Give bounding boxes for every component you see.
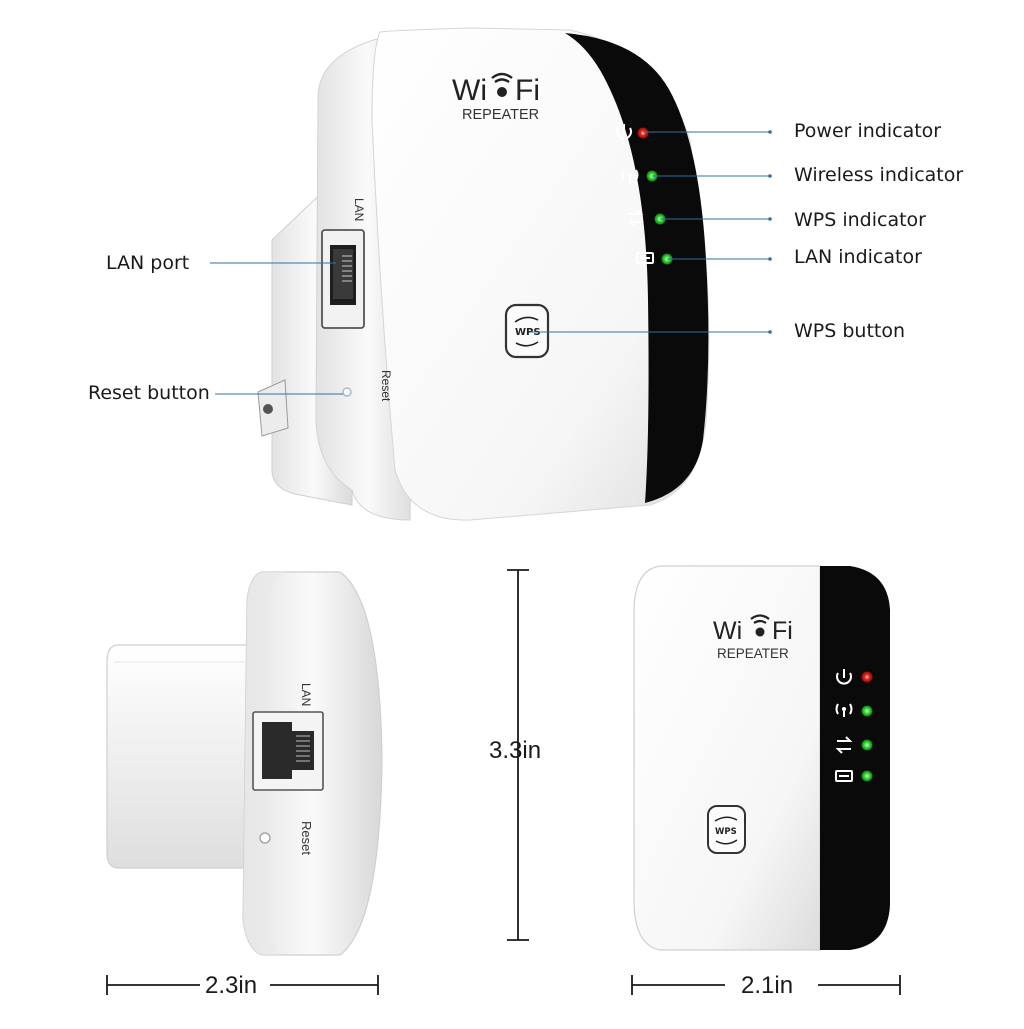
black-indicator-panel bbox=[565, 33, 709, 503]
power-led bbox=[637, 127, 649, 139]
front-brand-logo: Wi bbox=[713, 617, 742, 645]
model-label: REPEATER bbox=[462, 107, 539, 123]
front-lan-icon bbox=[835, 770, 853, 782]
front-power-icon bbox=[836, 669, 852, 685]
lan-port-text: LAN bbox=[352, 198, 366, 221]
front-power-led bbox=[861, 671, 873, 683]
front-wps-led bbox=[861, 739, 873, 751]
callout-power-indicator: Power indicator bbox=[794, 120, 942, 142]
front-wps-button-label: WPS bbox=[715, 827, 737, 837]
front-wireless-led bbox=[861, 705, 873, 717]
top-device-view: Wi Fi REPEATER bbox=[257, 27, 710, 521]
dimension-lines bbox=[106, 569, 901, 995]
wifi-logo-icon bbox=[491, 72, 513, 97]
front-wifi-logo-icon bbox=[750, 614, 770, 637]
wps-sync-icon bbox=[627, 209, 644, 227]
side-width-dimension-label: 2.3in bbox=[205, 972, 258, 999]
callout-reset-button: Reset button bbox=[88, 382, 210, 404]
brand-logo: Wi bbox=[452, 74, 487, 107]
front-wps-sync-icon bbox=[835, 736, 853, 754]
wps-arrow-top-icon bbox=[514, 316, 539, 323]
front-lan-led bbox=[861, 770, 873, 782]
front-wireless-icon bbox=[835, 703, 853, 717]
side-reset-text: Reset bbox=[299, 821, 314, 855]
front-width-dimension-label: 2.1in bbox=[741, 972, 794, 999]
side-lan-text: LAN bbox=[299, 683, 313, 706]
front-body bbox=[633, 565, 821, 951]
wps-arrow-bottom-icon bbox=[515, 341, 539, 347]
front-device-view: Wi Fi REPEATER bbox=[633, 565, 890, 951]
front-model-label: REPEATER bbox=[717, 646, 789, 661]
svg-text:Fi: Fi bbox=[515, 74, 540, 107]
wireless-icon bbox=[621, 169, 639, 184]
side-device-view: LAN Reset bbox=[106, 571, 383, 956]
side-plug-block bbox=[106, 644, 259, 869]
wps-button-label: WPS bbox=[515, 327, 541, 338]
callout-wps-button: WPS button bbox=[794, 320, 906, 342]
callout-lines bbox=[210, 130, 772, 395]
callout-lan-port: LAN port bbox=[106, 252, 190, 274]
svg-text:Fi: Fi bbox=[772, 617, 793, 645]
plug-prong-hole bbox=[263, 404, 273, 414]
front-black-panel bbox=[820, 566, 890, 950]
callout-lan-indicator: LAN indicator bbox=[794, 246, 922, 268]
height-dimension-label: 3.3in bbox=[489, 737, 542, 764]
reset-text: Reset bbox=[379, 370, 393, 402]
reset-hole bbox=[342, 387, 352, 397]
power-icon bbox=[616, 124, 632, 140]
plug-prong bbox=[257, 379, 289, 437]
callout-wireless-indicator: Wireless indicator bbox=[794, 164, 964, 186]
lan-icon bbox=[636, 252, 654, 264]
callout-wps-indicator: WPS indicator bbox=[794, 209, 926, 231]
side-reset-hole bbox=[259, 832, 271, 844]
